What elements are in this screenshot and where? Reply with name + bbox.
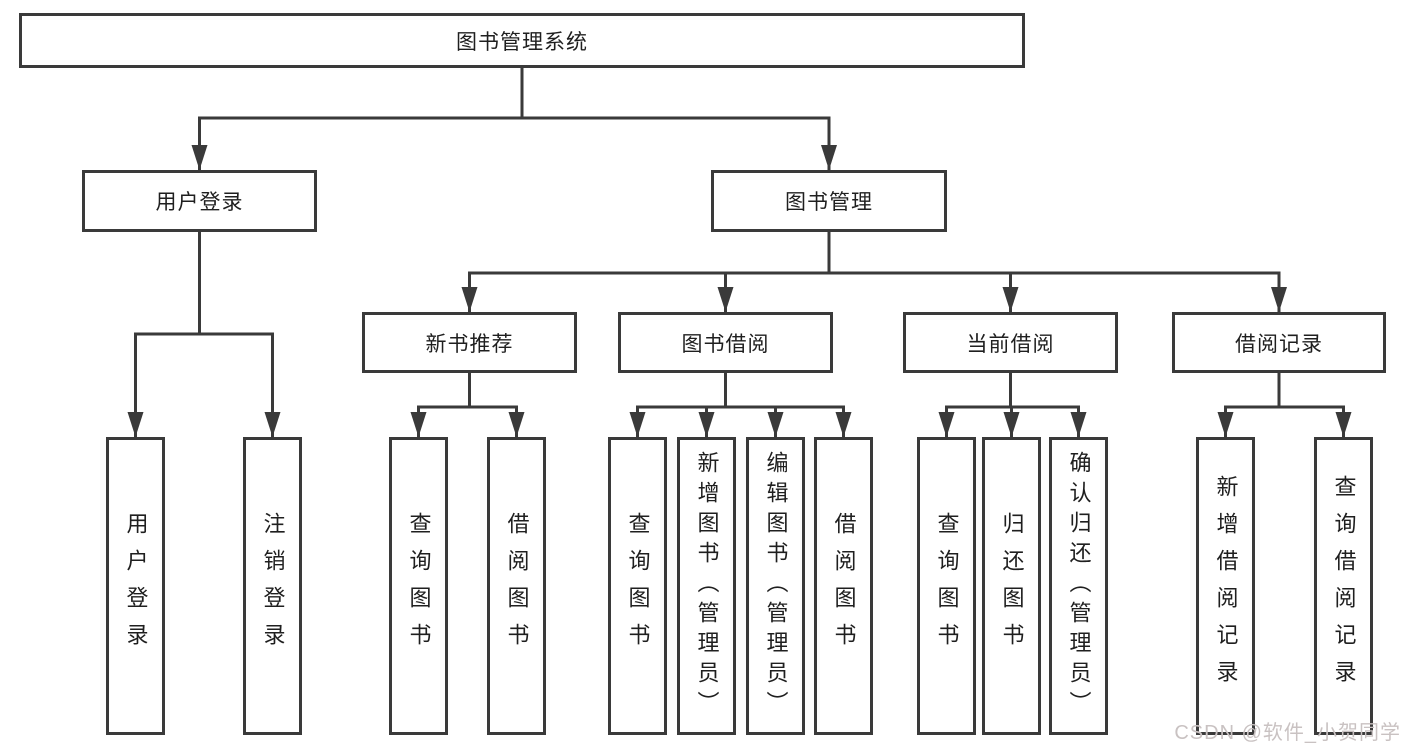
leaf-borrowing-edit-books-admin-label: 编辑图书（管理员） — [763, 451, 789, 721]
node-book-borrowing: 图书借阅 — [618, 312, 833, 373]
leaf-recommend-query-books: 查询图书 — [389, 437, 448, 735]
leaf-recommend-query-books-label: 查询图书 — [406, 512, 432, 660]
node-current-borrowing-label: 当前借阅 — [966, 332, 1055, 356]
leaf-records-query-borrow-record: 查询借阅记录 — [1314, 437, 1373, 735]
leaf-current-confirm-return-admin: 确认归还（管理员） — [1049, 437, 1108, 735]
leaf-borrowing-add-books-admin-label: 新增图书（管理员） — [694, 451, 720, 721]
node-borrow-records: 借阅记录 — [1172, 312, 1386, 373]
leaf-current-query-books-label: 查询图书 — [934, 512, 960, 660]
node-user-login-label: 用户登录 — [155, 191, 244, 214]
leaf-current-return-books: 归还图书 — [982, 437, 1041, 735]
node-book-management-label: 图书管理 — [785, 191, 873, 214]
leaf-borrowing-borrow-books: 借阅图书 — [814, 437, 873, 735]
node-borrow-records-label: 借阅记录 — [1235, 332, 1323, 356]
node-root-label: 图书管理系统 — [456, 30, 588, 54]
node-new-book-recommend-label: 新书推荐 — [425, 332, 514, 356]
leaf-recommend-borrow-books-label: 借阅图书 — [504, 512, 530, 660]
leaf-current-return-books-label: 归还图书 — [999, 512, 1025, 660]
leaf-current-query-books: 查询图书 — [917, 437, 976, 735]
leaf-borrowing-add-books-admin: 新增图书（管理员） — [677, 437, 736, 735]
leaf-user-login: 用户登录 — [106, 437, 165, 735]
leaf-borrowing-edit-books-admin: 编辑图书（管理员） — [746, 437, 805, 735]
node-current-borrowing: 当前借阅 — [903, 312, 1118, 373]
leaf-records-add-borrow-record: 新增借阅记录 — [1196, 437, 1255, 735]
node-root: 图书管理系统 — [19, 13, 1025, 68]
leaf-logout: 注销登录 — [243, 437, 302, 735]
leaf-logout-label: 注销登录 — [260, 512, 286, 660]
node-new-book-recommend: 新书推荐 — [362, 312, 577, 373]
node-user-login: 用户登录 — [82, 170, 317, 232]
node-book-borrowing-label: 图书借阅 — [681, 332, 770, 356]
leaf-borrowing-query-books-label: 查询图书 — [625, 512, 651, 660]
leaf-current-confirm-return-admin-label: 确认归还（管理员） — [1066, 451, 1092, 721]
leaf-recommend-borrow-books: 借阅图书 — [487, 437, 546, 735]
leaf-borrowing-query-books: 查询图书 — [608, 437, 667, 735]
leaf-borrowing-borrow-books-label: 借阅图书 — [831, 512, 857, 660]
leaf-records-add-borrow-record-label: 新增借阅记录 — [1213, 475, 1239, 697]
leaf-user-login-label: 用户登录 — [123, 512, 149, 660]
leaf-records-query-borrow-record-label: 查询借阅记录 — [1331, 475, 1357, 697]
node-book-management: 图书管理 — [711, 170, 947, 232]
